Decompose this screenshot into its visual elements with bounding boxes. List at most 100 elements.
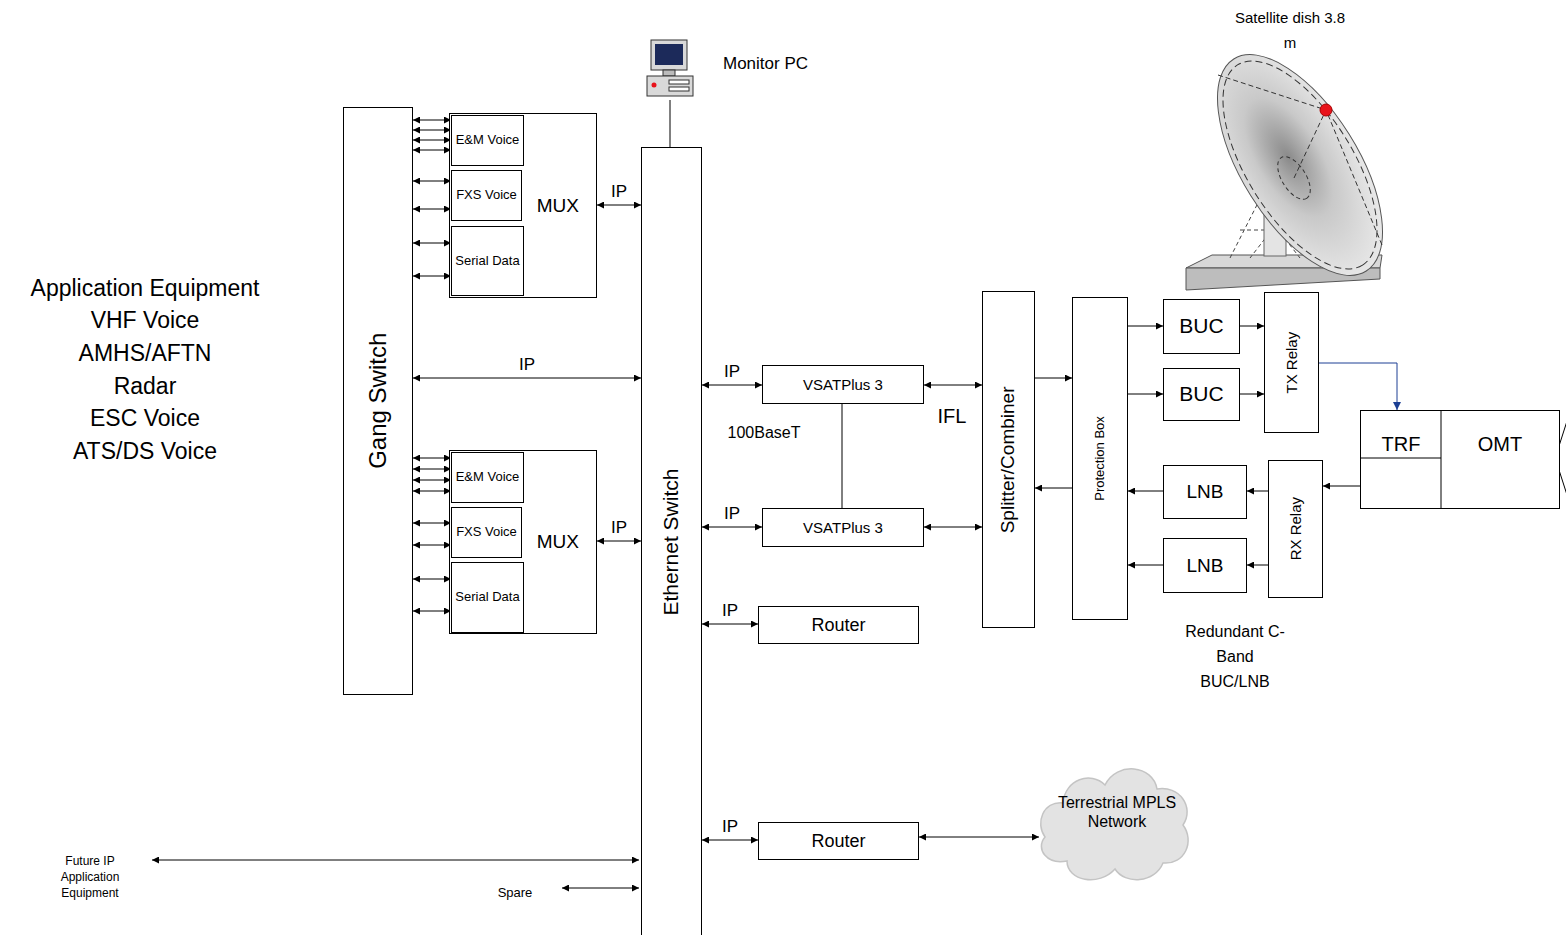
application-heading: Application Equipment (0, 275, 290, 301)
connector (413, 469, 451, 470)
edge-label: IP (724, 504, 740, 524)
box-label: E&M Voice (456, 470, 520, 485)
box-label: Router (811, 615, 865, 636)
connector (1247, 491, 1268, 492)
dish-rim (1193, 37, 1408, 293)
lnb-box: LNB (1163, 538, 1247, 593)
spare-port-arrow (562, 888, 639, 889)
connector (842, 404, 843, 508)
vertical-label: Gang Switch (364, 333, 392, 469)
box-label: Router (811, 831, 865, 852)
vertical-label: RX Relay (1287, 497, 1304, 560)
box-label: MUX (537, 531, 579, 553)
connector (597, 205, 641, 206)
connector (413, 611, 451, 612)
connector (413, 579, 451, 580)
box-label: MUX (537, 195, 579, 217)
pc-screen (655, 44, 683, 65)
connector (413, 491, 451, 492)
connector (1035, 488, 1072, 489)
connector (702, 385, 762, 386)
satellite-dish (1185, 28, 1416, 301)
connector (1128, 394, 1163, 395)
port-note: Spare (490, 886, 540, 901)
edge-label: IP (611, 518, 627, 538)
gang-switch: Gang Switch (343, 107, 413, 695)
vertical-label: Splitter/Combiner (998, 386, 1020, 533)
voice-card: E&M Voice (451, 452, 524, 503)
box-label: FXS Voice (456, 525, 517, 540)
connector (702, 624, 758, 625)
box-label: LNB (1187, 481, 1224, 503)
connector (1319, 363, 1397, 410)
network-cloud: Terrestrial MPLS Network (1039, 745, 1195, 890)
box-label: E&M Voice (456, 133, 520, 148)
connector (597, 541, 641, 542)
feed-horn (1320, 104, 1332, 116)
splitter-box: Splitter/Combiner (982, 291, 1035, 628)
connector (413, 209, 451, 210)
connector (1128, 491, 1163, 492)
modem-box: VSATPlus 3 (762, 508, 924, 547)
pc-icon (645, 38, 695, 100)
vertical-label: Ethernet Switch (659, 468, 683, 615)
box-label: VSATPlus 3 (803, 376, 883, 393)
vertical-label: Protection Box (1093, 416, 1108, 501)
connector (413, 150, 451, 151)
connector (1128, 326, 1163, 327)
box-label: LNB (1187, 555, 1224, 577)
pc-drive (669, 87, 689, 91)
vertical-label: TX Relay (1283, 332, 1300, 394)
connector (670, 100, 671, 147)
voice-card: FXS Voice (451, 507, 522, 558)
connector (413, 523, 451, 524)
edge-label: IP (722, 817, 738, 837)
connector (1240, 394, 1264, 395)
connector (413, 480, 451, 481)
connector (413, 120, 451, 121)
box-label: BUC (1179, 314, 1223, 338)
router-box: Router (758, 606, 919, 644)
connector (1035, 378, 1072, 379)
router-box: Router (758, 822, 919, 860)
connector (413, 243, 451, 244)
application-item: ATS/DS Voice (0, 438, 290, 464)
trf-omt-box: TRFOMT (1360, 410, 1560, 509)
connector (1128, 565, 1163, 566)
box-label: TRF (1361, 429, 1441, 459)
edge-label: IP (611, 182, 627, 202)
connector (1323, 486, 1360, 487)
link-label: IFL (930, 405, 974, 428)
buc-box: BUC (1163, 368, 1240, 421)
dish-caption: Satellite dish 3.8 m (1230, 5, 1350, 55)
cell-divider (1361, 458, 1441, 459)
modem-box: VSATPlus 3 (762, 365, 924, 404)
connector (413, 276, 451, 277)
application-item: ESC Voice (0, 405, 290, 431)
application-item: AMHS/AFTN (0, 340, 290, 366)
lnb-box: LNB (1163, 465, 1247, 519)
data-card: Serial Data (451, 226, 524, 296)
buc-box: BUC (1163, 299, 1240, 354)
connector (1247, 565, 1268, 566)
feed-line (1559, 470, 1566, 498)
connector (924, 527, 982, 528)
edge-label: IP (722, 601, 738, 621)
data-card: Serial Data (451, 562, 524, 633)
relay-box: TX Relay (1264, 292, 1319, 433)
connector (702, 527, 762, 528)
pc-drive (669, 80, 689, 84)
box-label: FXS Voice (456, 188, 517, 203)
application-item: VHF Voice (0, 307, 290, 333)
cell-divider (1441, 411, 1442, 508)
edge-label: IP (724, 362, 740, 382)
voice-card: FXS Voice (451, 170, 522, 221)
connector (924, 385, 982, 386)
cell-dividers (1361, 411, 1559, 508)
box-label: Terrestrial MPLS Network (1057, 794, 1177, 831)
connector (1240, 326, 1264, 327)
edge-label: IP (519, 355, 535, 375)
